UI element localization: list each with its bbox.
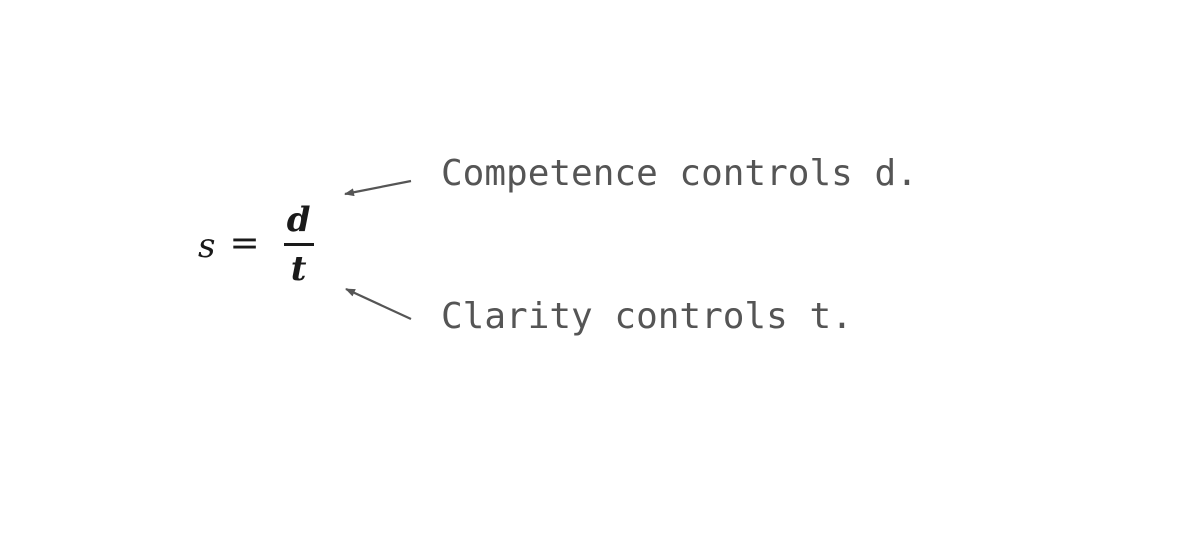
numerator-annotation: Competence controls d. <box>441 153 918 194</box>
denominator-annotation: Clarity controls t. <box>441 296 853 337</box>
formula-lhs-variable: s <box>198 226 216 266</box>
arrow-to-numerator <box>344 179 412 197</box>
fraction-bar <box>283 242 314 246</box>
formula-fraction: d t <box>282 203 316 286</box>
formula-equals-sign: = <box>229 223 260 264</box>
speed-formula: s = d t <box>198 192 316 296</box>
fraction-numerator: d <box>286 199 311 240</box>
arrow-to-denominator <box>345 288 412 320</box>
fraction-denominator: t <box>290 248 307 289</box>
